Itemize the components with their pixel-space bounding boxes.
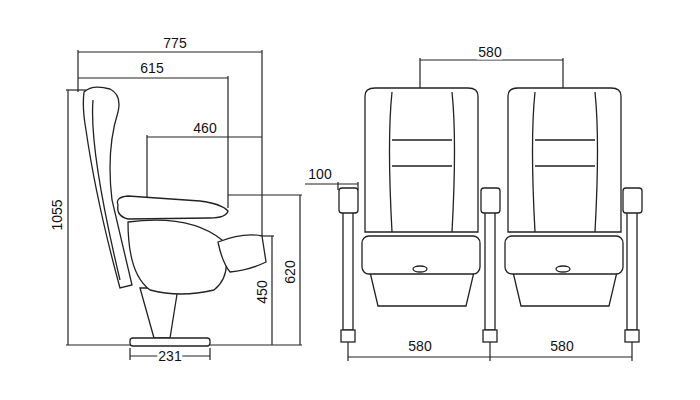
dimension-label: 460: [192, 121, 217, 136]
dimension-label: 775: [162, 36, 187, 51]
chair-side-view: [83, 87, 266, 346]
dimension-label: 615: [139, 61, 164, 76]
dimension-label: 450: [255, 279, 270, 304]
chair-front-view: [339, 88, 642, 342]
dimension-label: 231: [157, 349, 182, 364]
dimension-label: 100: [307, 167, 332, 182]
dimension-label: 1055: [50, 198, 65, 231]
dimension-label: 580: [407, 339, 432, 354]
dimension-lines: [66, 50, 632, 361]
dimension-label: 580: [549, 339, 574, 354]
dimension-label: 620: [283, 259, 298, 284]
dimension-label: 580: [477, 45, 502, 60]
